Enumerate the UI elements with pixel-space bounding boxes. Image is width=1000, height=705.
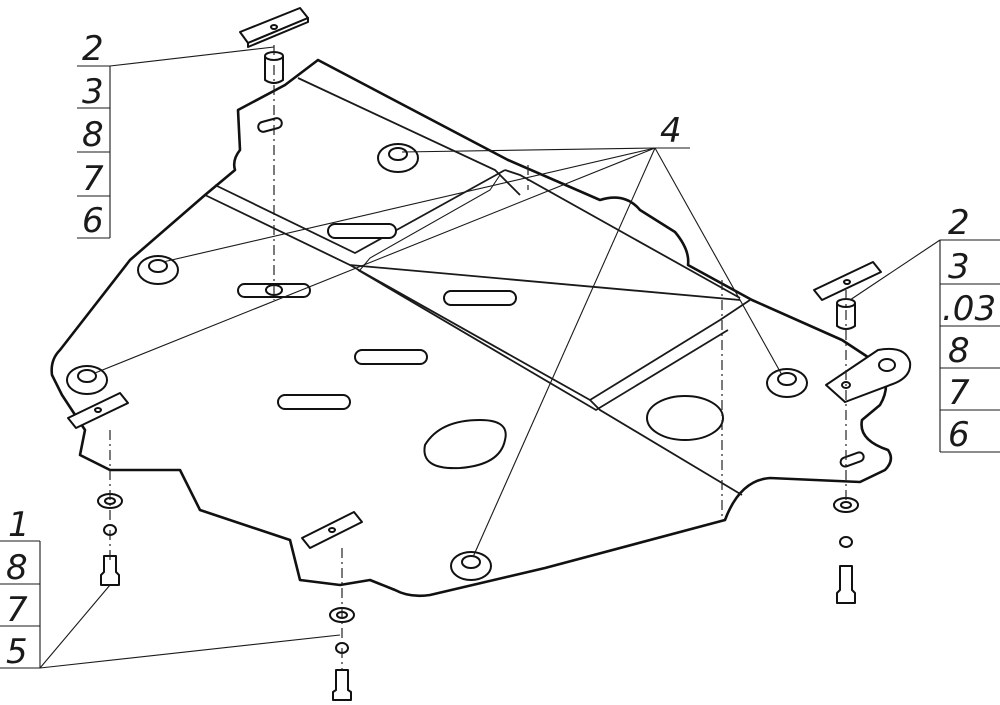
bracket-right-small	[813, 261, 882, 301]
leader-lines	[39, 46, 941, 669]
callout-label: 8	[948, 331, 970, 371]
callout-label: 3	[948, 247, 970, 287]
skid-plate	[50, 58, 893, 598]
callout-label: 2	[82, 29, 104, 69]
fastener-stack-right	[833, 497, 859, 604]
brackets	[67, 7, 912, 549]
callout-label: 7	[948, 373, 970, 413]
callout-label: 7	[82, 159, 104, 199]
callout-stack-bottom-left: 1 8 7 5	[0, 505, 41, 672]
callout-label: 6	[82, 201, 104, 241]
mounting-nuts	[66, 143, 808, 581]
nut	[377, 143, 419, 173]
callout-stack-top-left: 2 3 8 7 6	[77, 29, 111, 241]
nut	[450, 551, 492, 581]
callout-label: .03	[942, 289, 996, 329]
callout-label: 5	[6, 632, 28, 672]
bracket-top	[239, 7, 309, 48]
bracket-left	[67, 392, 129, 429]
callout-label-center: 4	[660, 111, 682, 151]
axis-lines	[109, 45, 847, 670]
callout-stack-right: 2 3 .03 8 7 6	[939, 203, 1000, 455]
callout-label: 8	[82, 115, 104, 155]
callout-label: 8	[6, 548, 28, 588]
nut	[766, 368, 808, 398]
callout-label: 7	[6, 590, 28, 630]
fastener-stack-left	[97, 493, 123, 586]
nut	[66, 365, 108, 395]
callout-label: 1	[8, 505, 30, 545]
callout-label: 2	[948, 203, 970, 243]
callout-label: 6	[948, 415, 970, 455]
callout-label: 3	[82, 72, 104, 112]
nut	[137, 255, 179, 285]
bracket-bottom	[301, 511, 363, 549]
bracket-right-lug	[825, 347, 912, 403]
